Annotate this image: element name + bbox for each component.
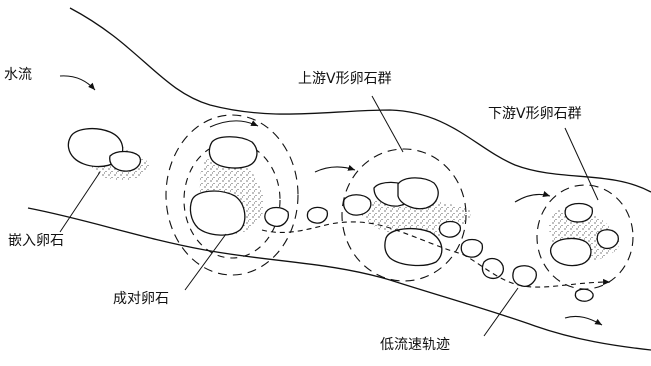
flow-arrow-middle [314, 164, 356, 173]
label-flow: 水流 [4, 67, 32, 83]
label-upstream-v-group: 上游V形卵石群 [298, 71, 392, 87]
label-paired-pebble: 成对卵石 [113, 291, 169, 307]
pebbles [67, 127, 619, 302]
downstream-pebble-1 [564, 202, 594, 223]
downstream-pebble-2 [549, 237, 592, 267]
leader-upstream [371, 95, 404, 153]
trail-pebble-3 [512, 265, 537, 287]
upper-riverbank [69, 7, 651, 193]
low-velocity-track [261, 221, 611, 288]
leader-paired [184, 233, 227, 291]
paired-pebble-top [208, 136, 258, 169]
upstream-pebble-5 [438, 220, 462, 238]
upstream-pebble-4 [384, 227, 443, 267]
leader-track [483, 287, 519, 337]
flow-arrow-right [514, 191, 551, 203]
upstream-pebble-3 [397, 177, 439, 210]
wake-pebble-2 [306, 206, 329, 224]
lower-riverbank [27, 207, 651, 351]
wake-circle-paired [165, 114, 299, 276]
downstream-pebble-3 [596, 229, 619, 250]
flow-arrow-left [59, 75, 96, 91]
trail-pebble-2 [481, 257, 504, 280]
leader-lines [59, 95, 599, 337]
trail-pebble-1 [460, 238, 484, 258]
wake-pebble-1 [264, 206, 289, 227]
leader-embedded [59, 171, 101, 233]
label-downstream-v-group: 下游V形卵石群 [488, 106, 582, 122]
leader-downstream [564, 127, 599, 201]
embedded-pebble-small [109, 150, 142, 172]
flow-arrow-top [209, 120, 259, 128]
upstream-pebble-1 [342, 194, 372, 216]
paired-pebble-bottom [189, 190, 246, 236]
label-embedded-pebble: 嵌入卵石 [8, 233, 64, 249]
downstream-pebble-4 [574, 288, 594, 302]
label-low-velocity-track: 低流速轨迹 [380, 337, 450, 353]
flow-arrow-bottom [564, 315, 603, 326]
